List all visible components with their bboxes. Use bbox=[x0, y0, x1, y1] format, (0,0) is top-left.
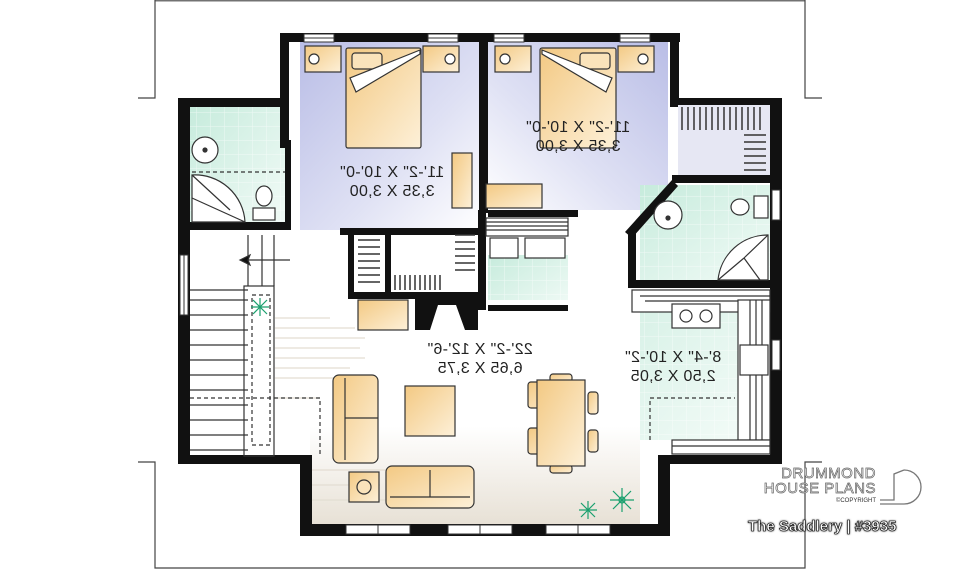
living-furniture bbox=[332, 373, 599, 509]
brand-line-1: DRUMMOND bbox=[781, 465, 876, 482]
bedroom-right-furniture bbox=[485, 45, 655, 209]
drummond-logo-mark bbox=[880, 469, 922, 505]
bath-right-fixtures bbox=[653, 195, 769, 281]
room-dimension-bedroom-right: 11'-2" X 10'-0" 3,35 X 3,00 bbox=[508, 118, 648, 156]
windows bbox=[179, 33, 781, 535]
bedroom-left-furniture bbox=[304, 45, 473, 209]
dimension-imperial: 8'-4" X 10'-2" bbox=[624, 349, 722, 366]
dimension-imperial: 11'-2" X 10'-0" bbox=[339, 164, 445, 181]
dimension-metric: 2,50 X 3,05 bbox=[630, 368, 716, 385]
plants bbox=[251, 298, 634, 519]
brand-line-2: HOUSE PLANS bbox=[763, 480, 876, 497]
dimension-metric: 3,35 X 3,00 bbox=[535, 138, 621, 155]
laundry bbox=[485, 217, 569, 259]
dimension-metric: 3,35 X 3,00 bbox=[349, 183, 435, 200]
dimension-imperial: 11'-2" X 10'-0" bbox=[525, 119, 631, 136]
room-dimension-bedroom-left: 11'-2" X 10'-0" 3,35 X 3,00 bbox=[322, 163, 462, 201]
kitchen-counters bbox=[631, 289, 771, 455]
dimension-imperial: 22'-2" X 12'-6" bbox=[427, 341, 533, 358]
stairs bbox=[190, 235, 321, 457]
closet-center bbox=[358, 234, 475, 290]
roof-outline bbox=[138, 0, 822, 569]
brand-copyright: ©COPYRIGHT bbox=[835, 498, 876, 504]
plan-title: The Saddlery | #3935 bbox=[748, 518, 897, 536]
room-dimension-kitchen: 8'-4" X 10'-2" 2,50 X 3,05 bbox=[608, 348, 738, 386]
dimension-metric: 6,65 X 3,75 bbox=[437, 360, 523, 377]
bath-left-fixtures bbox=[191, 136, 285, 223]
brand-logo: DRUMMOND HOUSE PLANS ©COPYRIGHT bbox=[740, 466, 920, 504]
closet-right bbox=[678, 105, 770, 175]
room-dimension-living: 22'-2" X 12'-6" 6,65 X 3,75 bbox=[400, 340, 560, 378]
